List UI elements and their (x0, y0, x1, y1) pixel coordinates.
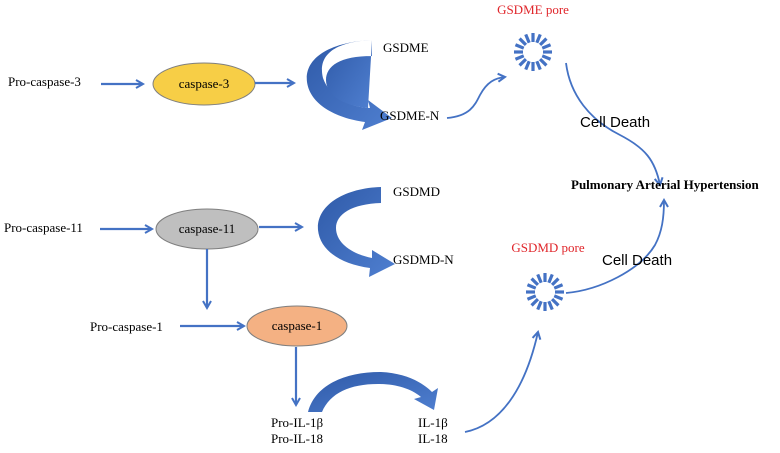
label-caspase-11: caspase-11 (179, 221, 236, 236)
gsdmd-pore-icon (526, 273, 564, 311)
arrow-gsdme-pore-to-pah (565, 62, 660, 185)
gsdmd-cleavage-arrow (317, 187, 395, 277)
label-il-18: IL-18 (418, 431, 448, 446)
label-pulmonary-arterial-hypertension: Pulmonary Arterial Hypertension (571, 177, 760, 192)
label-pro-caspase-1: Pro-caspase-1 (90, 319, 163, 334)
node-caspase-1 (246, 305, 348, 347)
pore-segment (538, 57, 548, 67)
pore-segment (536, 300, 543, 311)
pore-segment (526, 283, 537, 290)
arrow-gsdmd-pore-to-pah (565, 200, 664, 294)
pore-segment (547, 300, 554, 311)
pore-segment (526, 294, 537, 301)
label-cell-death-bottom: Cell Death (602, 252, 672, 269)
pore-segment (541, 54, 552, 61)
pore-segment (524, 60, 531, 71)
label-pro-caspase-11: Pro-caspase-11 (4, 220, 83, 235)
pore-segment (538, 37, 548, 47)
pore-segment (550, 277, 560, 287)
arrow-gsdme-n-to-pore (446, 77, 505, 119)
gsdme-cleavage-arrow-top (326, 40, 372, 108)
pore-segment (536, 273, 543, 284)
il-maturation-arrow (308, 372, 438, 412)
pore-segment (541, 43, 552, 50)
pore-segment (514, 54, 525, 61)
label-pro-il-1b: Pro-IL-1β (271, 415, 323, 430)
label-gsdme: GSDME (383, 40, 429, 55)
pore-segment (524, 33, 531, 44)
label-pro-caspase-3: Pro-caspase-3 (8, 74, 81, 89)
gsdme-pore-icon (514, 33, 552, 71)
pore-segment (518, 37, 528, 47)
label-gsdme-pore: GSDME pore (497, 2, 569, 17)
label-caspase-1: caspase-1 (272, 318, 323, 333)
pore-segment (530, 277, 540, 287)
pore-segment (535, 33, 542, 44)
pore-segment (547, 273, 554, 284)
pore-segment (530, 297, 540, 307)
arrow-il-to-gsdmd-pore (464, 332, 538, 433)
label-gsdmd-pore: GSDMD pore (511, 240, 585, 255)
label-gsdmd-n: GSDMD-N (393, 252, 454, 267)
pore-segment (553, 294, 564, 301)
label-caspase-3: caspase-3 (179, 76, 230, 91)
pore-segment (518, 57, 528, 67)
gsdme-cleavage-arrow (306, 40, 392, 130)
pore-segment (550, 297, 560, 307)
pore-segment (553, 283, 564, 290)
pore-segment (535, 60, 542, 71)
pore-segment (514, 43, 525, 50)
label-cell-death-top: Cell Death (580, 114, 650, 131)
label-gsdmd: GSDMD (393, 184, 440, 199)
label-gsdme-n: GSDME-N (380, 108, 440, 123)
label-il-1b: IL-1β (418, 415, 448, 430)
label-pro-il-18: Pro-IL-18 (271, 431, 323, 446)
